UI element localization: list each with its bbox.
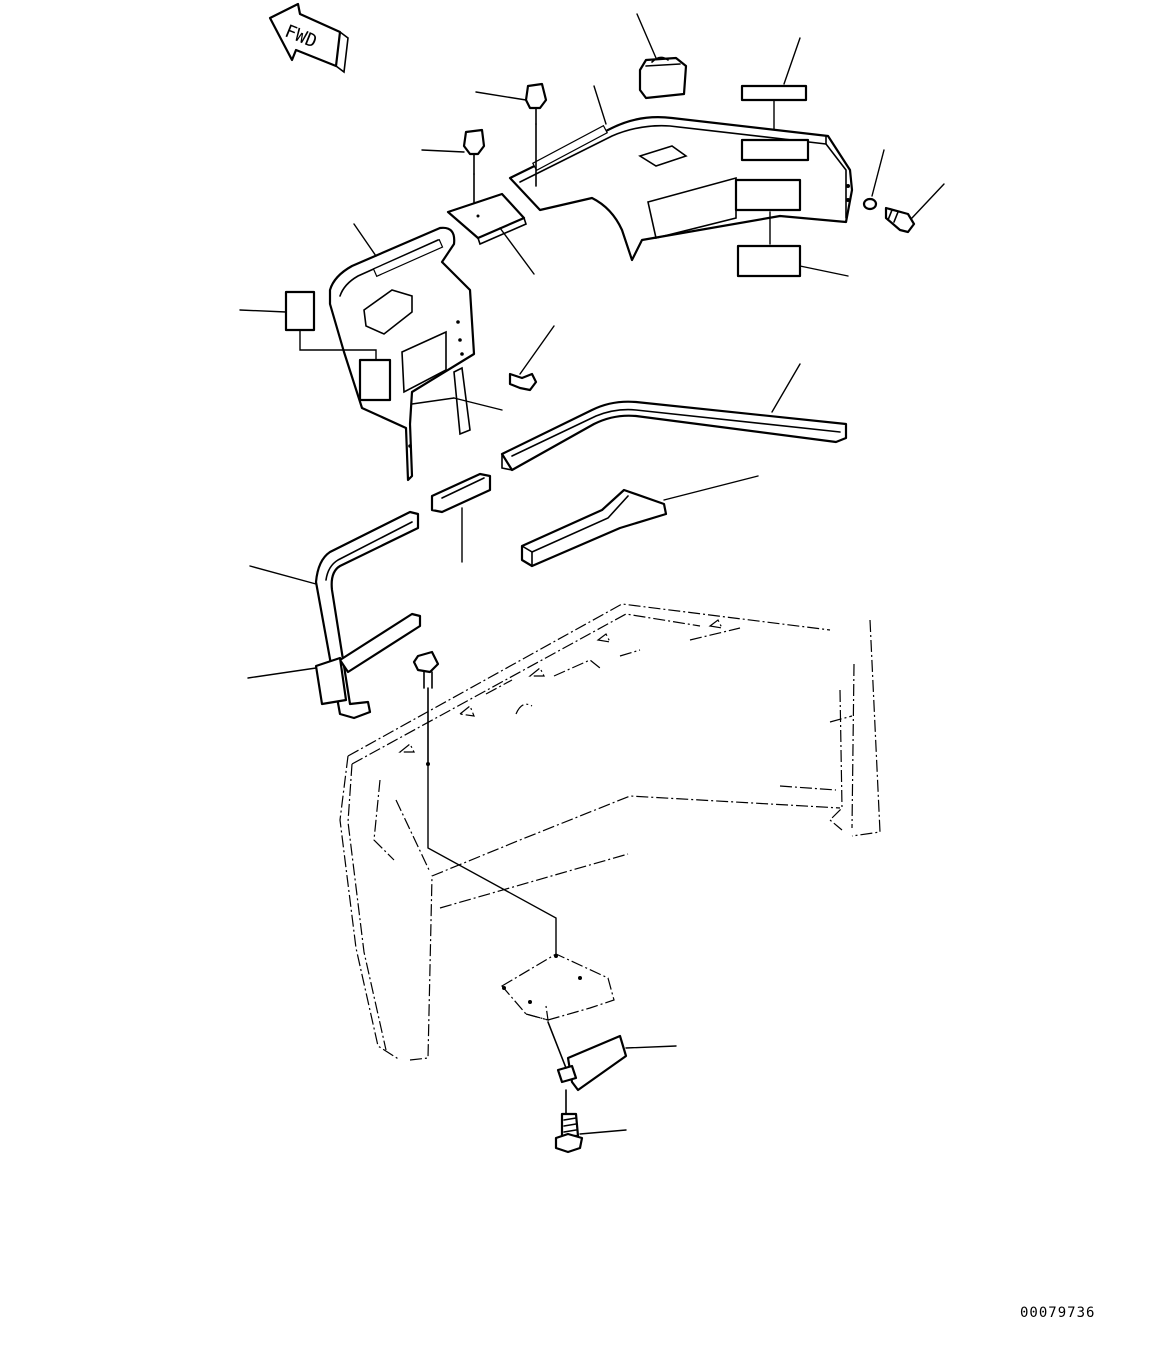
trim-strip-long — [500, 363, 848, 472]
label-plate-left — [239, 290, 377, 361]
channel-bar — [338, 612, 422, 674]
cab-structure — [339, 603, 881, 1061]
upper-right-cover — [508, 85, 854, 262]
channel-end-cap — [247, 656, 348, 706]
lower-bracket-dashed — [427, 763, 615, 1021]
cap-part — [636, 13, 688, 100]
screw-upper — [475, 82, 548, 187]
drawing-number: 00079736 — [1020, 1305, 1096, 1321]
washer-right — [862, 149, 885, 211]
bracket-plate — [446, 192, 535, 275]
lower-cover-plate — [547, 1021, 677, 1092]
label-plate-right — [736, 244, 849, 278]
fwd-arrow: FWD — [268, 2, 349, 74]
channel-short — [430, 472, 492, 563]
bolt-bottom — [554, 1089, 627, 1154]
floor-strip — [520, 475, 759, 568]
bolt-right — [884, 183, 945, 234]
bolt-center — [412, 650, 440, 765]
upper-left-cover — [328, 223, 503, 482]
screw-left — [421, 128, 486, 205]
push-rivet — [508, 325, 555, 392]
